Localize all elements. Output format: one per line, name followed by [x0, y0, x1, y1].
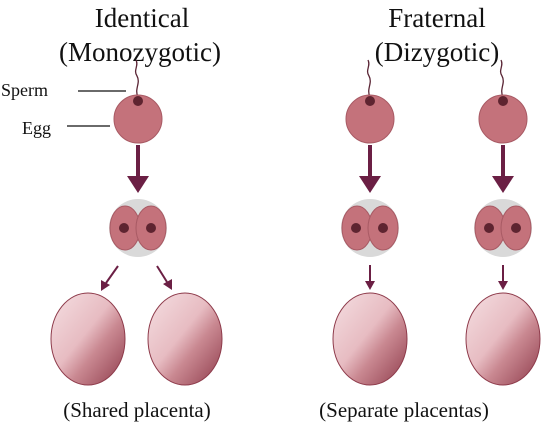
arrowhead-fraternal-right-small — [498, 281, 508, 290]
egg-label: Egg — [22, 118, 51, 138]
arrow-identical-right — [156, 265, 168, 283]
sperm-head-identical — [133, 96, 143, 106]
egg-fraternal-right — [478, 94, 528, 144]
sperm-label: Sperm — [1, 80, 48, 100]
arrowhead-identical-right — [163, 279, 172, 290]
two-cell-embryo-identical — [109, 199, 167, 257]
identical-caption: (Shared placenta) — [63, 398, 211, 422]
fraternal-title-line1: Fraternal — [388, 3, 485, 33]
sperm-tail-identical — [134, 59, 139, 98]
egg-fraternal-left — [345, 94, 395, 144]
two-cell-embryo-fraternal-right — [474, 199, 532, 257]
sperm-tail-fraternal-right — [499, 59, 504, 98]
arrow-identical-left — [105, 265, 119, 284]
placenta-identical-right — [147, 292, 223, 386]
arrowhead-fraternal-left-down — [359, 176, 381, 193]
identical-title-line1: Identical — [95, 3, 189, 33]
arrowhead-fraternal-right-down — [492, 176, 514, 193]
two-cell-embryo-fraternal-left — [341, 199, 399, 257]
placenta-fraternal-left — [332, 292, 408, 386]
fraternal-caption: (Separate placentas) — [319, 398, 489, 422]
fraternal-title-line2: (Dizygotic) — [375, 37, 499, 67]
arrowhead-identical-down — [127, 176, 149, 193]
identical-title-line2: (Monozygotic) — [59, 37, 221, 67]
placenta-fraternal-right — [465, 292, 541, 386]
sperm-head-fraternal-right — [498, 96, 508, 106]
placenta-identical-left — [50, 292, 126, 386]
arrowhead-identical-left — [101, 280, 110, 291]
arrowhead-fraternal-left-small — [365, 281, 375, 290]
egg-identical — [113, 94, 163, 144]
sperm-tail-fraternal-left — [366, 59, 371, 98]
sperm-head-fraternal-left — [365, 96, 375, 106]
